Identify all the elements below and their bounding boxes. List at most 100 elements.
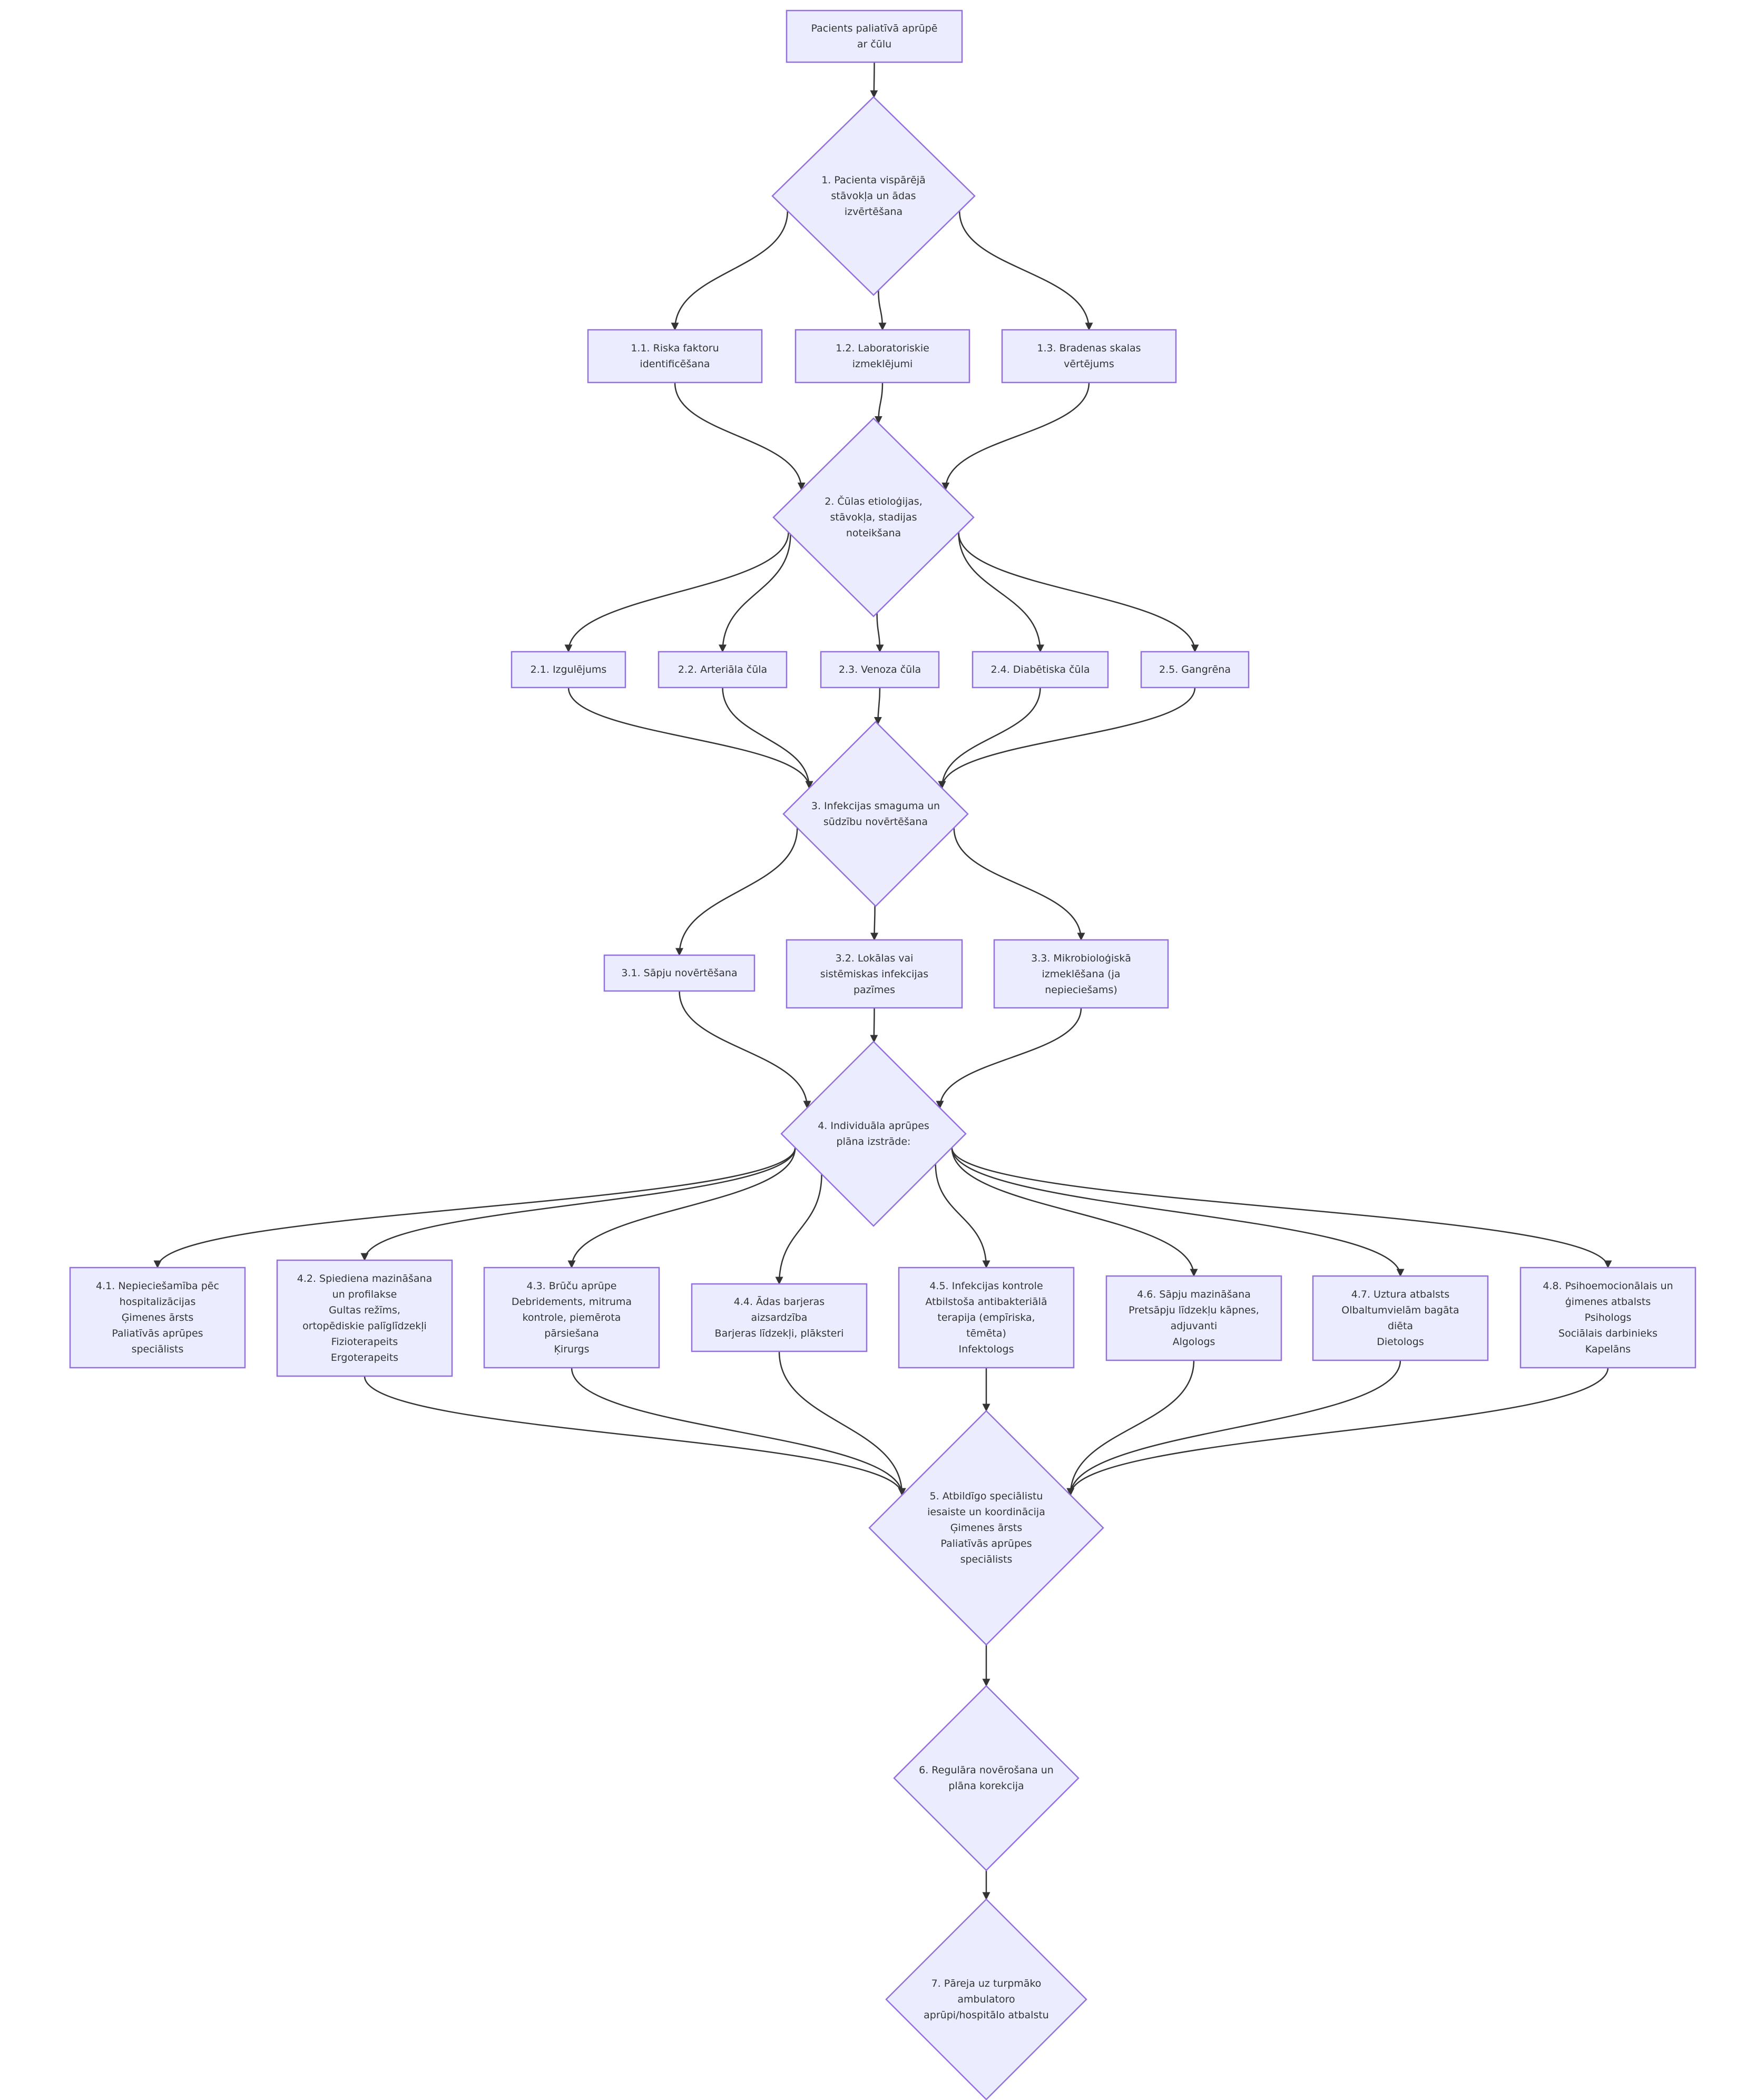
node-label-line: Algologs <box>1172 1336 1215 1348</box>
node-box-n12 <box>794 329 970 384</box>
node-label-line: 2.3. Venoza čūla <box>838 664 921 675</box>
node-label-line: Ergoterapeits <box>330 1352 399 1363</box>
node-label-line: 4.6. Sāpju mazināšana <box>1137 1289 1251 1300</box>
edge-d2-to-n25 <box>958 532 1199 653</box>
node-n31: 3.1. Sāpju novērtēšana <box>604 955 754 991</box>
edge-n23-to-d3 <box>874 687 882 725</box>
edge-d2-to-n22 <box>719 534 791 653</box>
node-n23: 2.3. Venoza čūla <box>821 652 939 688</box>
node-label-line: Pacients paliatīvā aprūpē <box>811 23 938 34</box>
node-label-line: Paliatīvās aprūpes <box>112 1328 203 1339</box>
node-n24: 2.4. Diabētiska čūla <box>973 652 1108 688</box>
node-box-n45 <box>898 1267 1075 1369</box>
decision-diamond-d7 <box>885 1898 1087 2100</box>
node-label-start: Pacients paliatīvā aprūpē ar čūlu <box>811 21 938 52</box>
node-label-line: aizsardzība <box>751 1312 808 1323</box>
node-label-line: izvērtēšana <box>844 206 903 218</box>
node-label-line: terapija (empīriska, <box>937 1312 1035 1323</box>
node-n22: 2.2. Arteriāla čūla <box>659 652 787 688</box>
node-label-line: 2.1. Izgulējums <box>530 664 607 675</box>
node-label-line: 1. Pacienta vispārējā <box>821 174 926 186</box>
edge-n46-to-d5 <box>1066 1360 1195 1496</box>
edge-d2-to-n21 <box>564 532 789 653</box>
node-label-line: izmeklējumi <box>852 358 913 370</box>
edge-n43-to-d5 <box>571 1367 906 1496</box>
node-label-n22: 2.2. Arteriāla čūla <box>678 662 767 678</box>
node-label-line: 2.5. Gangrēna <box>1159 664 1231 675</box>
node-label-line: tēmēta) <box>966 1328 1006 1339</box>
node-label-n21: 2.1. Izgulējums <box>531 662 607 678</box>
edge-n31-to-d4 <box>679 990 811 1109</box>
edge-d1-to-n11 <box>671 211 789 331</box>
node-label-line: ģimenes atbalsts <box>1565 1296 1651 1308</box>
node-box-n25 <box>1140 651 1250 689</box>
node-label-line: 4.4. Ādas barjeras <box>733 1296 825 1308</box>
node-box-n32 <box>786 939 963 1009</box>
edge-d2-to-n23 <box>876 613 884 653</box>
node-label-line: adjuvanti <box>1170 1320 1218 1332</box>
node-label-line: speciālists <box>131 1343 184 1355</box>
node-label-line: Olbaltumvielām bagāta <box>1341 1304 1459 1316</box>
edge-n33-to-d4 <box>936 1007 1082 1109</box>
node-label-line: 3.2. Lokālas vai <box>835 952 914 964</box>
node-label-line: Dietologs <box>1377 1336 1424 1348</box>
node-box-n31 <box>603 954 756 992</box>
node-box-n43 <box>483 1267 660 1369</box>
node-label-line: Atbilstoša antibakteriālā <box>925 1296 1047 1308</box>
node-label-line: 1.2. Laboratoriskie <box>836 342 929 354</box>
node-label-line: Gultas režīms, <box>329 1304 400 1316</box>
node-label-line: Ģimenes ārsts <box>121 1312 194 1323</box>
node-label-line: 4. Individuāla aprūpes <box>818 1120 929 1132</box>
node-label-line: sistēmiskas infekcijas <box>820 968 929 980</box>
node-label-line: 3.3. Mikrobioloģiskā <box>1031 952 1131 964</box>
shape-group <box>69 9 1696 2100</box>
edge-group <box>153 62 1612 1900</box>
node-label-line: Ģimenes ārsts <box>950 1522 1023 1534</box>
node-label-line: diēta <box>1387 1320 1414 1332</box>
node-label-line: pārsiešana <box>544 1328 599 1339</box>
node-label-line: aprūpi/hospitālo atbalstu <box>924 2009 1049 2021</box>
node-label-line: 2.2. Arteriāla čūla <box>678 664 768 675</box>
node-label-line: pazīmes <box>853 984 896 996</box>
decision-diamond-d1 <box>771 96 976 296</box>
node-box-n22 <box>658 651 788 689</box>
node-label-line: Sociālais darbinieks <box>1558 1328 1657 1339</box>
node-box-n41 <box>69 1267 246 1369</box>
node-label-line: izmeklēšana (ja <box>1042 968 1121 980</box>
node-label-line: ar čūlu <box>857 38 892 50</box>
edge-n12-to-d2 <box>874 382 884 424</box>
edge-d4-to-n47 <box>951 1147 1405 1277</box>
node-label-line: 3.1. Sāpju novērtēšana <box>621 967 738 979</box>
edge-n25-to-d3 <box>938 687 1196 789</box>
node-label-line: 1.3. Bradenas skalas <box>1037 342 1141 354</box>
node-label-n25: 2.5. Gangrēna <box>1159 662 1231 678</box>
node-box-n47 <box>1312 1275 1489 1361</box>
node-label-line: Fizioterapeits <box>331 1336 398 1348</box>
node-label-line: 1.1. Riska faktoru <box>631 342 719 354</box>
node-label-n32: 3.2. Lokālas vai sistēmiskas infekcijas pa… <box>820 950 928 998</box>
node-box-n33 <box>993 939 1169 1009</box>
node-label-line: Paliatīvās aprūpes <box>940 1538 1032 1549</box>
edge-d3-to-n31 <box>675 828 798 956</box>
